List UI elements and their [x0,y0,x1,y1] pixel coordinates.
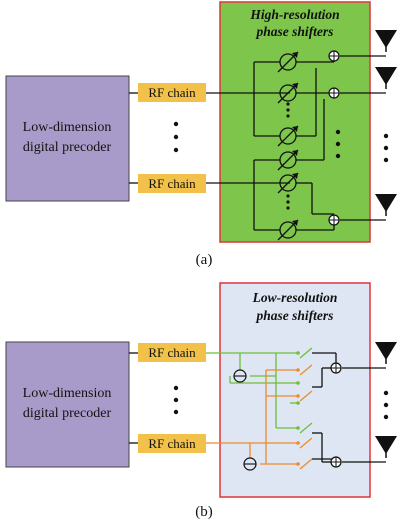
switch-icon [296,351,300,466]
inverter-icon [243,457,257,471]
antenna-icon [374,341,398,365]
rf-ellipsis-b [173,385,179,415]
phase-shifter-network-a [219,1,371,243]
shifter-ellipsis-a [286,102,290,210]
shifters-title-a-2: phase shifters [256,24,334,39]
precoder-label-a-2: digital precoder [23,140,112,155]
digital-precoder-a [5,75,130,202]
rf-chain-b-1 [138,343,206,362]
shifters-title-b-2: phase shifters [256,308,334,323]
antenna-icon [374,66,398,90]
rf-chain-a-1 [138,83,206,102]
rf-chain-a-2 [138,174,206,193]
shifters-title-b-1: Low-resolution [252,290,338,305]
rf-chain-label-b-1: RF chain [148,345,196,360]
green-wiring-b [206,347,313,434]
rf-chain-label-b-2: RF chain [148,436,196,451]
shifters-title-a-1: High-resolution [249,7,339,22]
rf-chain-label-a-2: RF chain [148,176,196,191]
adder-icon [328,214,340,226]
rf-chain-label-a-1: RF chain [148,85,196,100]
caption-a: (a) [196,252,213,268]
panel-a: Low-dimension digital precoder RF chain … [5,1,398,268]
inverter-icon [233,369,247,383]
adder-icon [328,87,340,99]
antenna-icon [374,29,398,53]
antenna-icon [374,193,398,217]
output-wiring-b [312,352,386,463]
digital-precoder-b [5,341,130,468]
adder-icon [328,50,340,62]
wiring-a [206,55,386,231]
antenna-icon [374,435,398,459]
precoder-label-a-1: Low-dimension [23,120,112,135]
orange-wiring-b [206,364,313,470]
adder-icon [330,362,342,374]
adder-ellipsis-a [335,129,341,159]
antenna-ellipsis-a [383,133,389,163]
adder-icon [330,456,342,468]
precoder-label-b-2: digital precoder [23,406,112,421]
precoder-label-b-1: Low-dimension [23,386,112,401]
antenna-ellipsis-b [383,390,389,420]
rf-chain-b-2 [138,434,206,453]
caption-b: (b) [195,504,213,520]
rf-ellipsis-a [173,121,179,153]
panel-b: Low-dimension digital precoder RF chain … [5,282,398,520]
